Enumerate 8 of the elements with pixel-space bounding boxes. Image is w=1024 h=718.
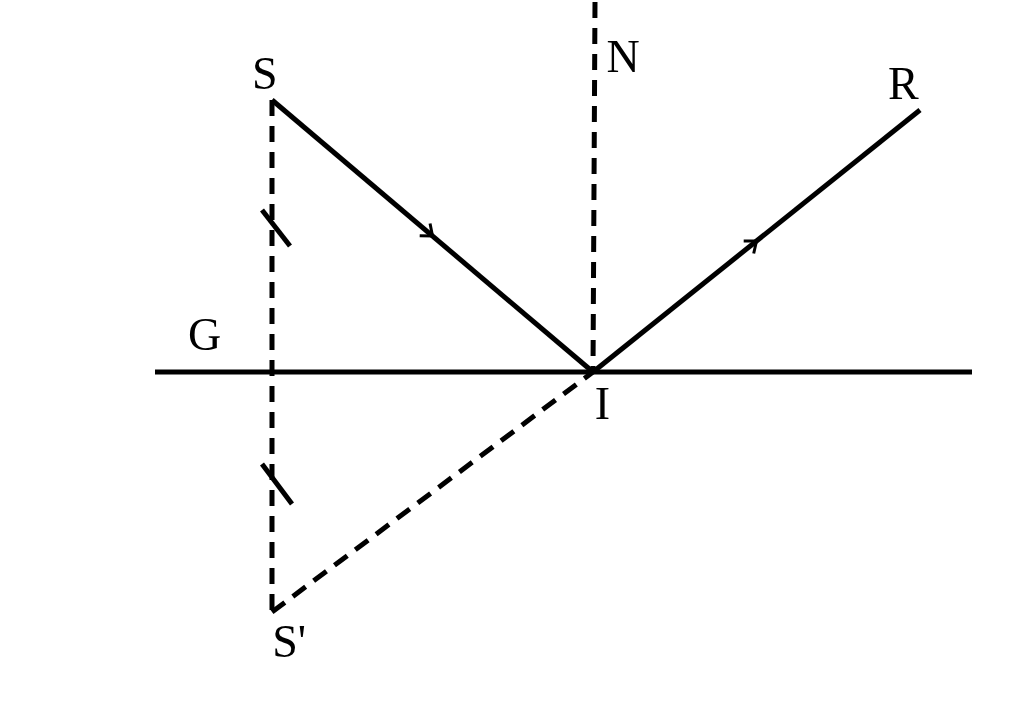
point-label: N — [606, 34, 640, 80]
point-label: S — [252, 51, 278, 97]
dashed-line — [269, 100, 275, 612]
point-label: I — [594, 381, 610, 427]
mirror-label: G — [188, 312, 222, 358]
dashed-line — [590, 2, 598, 372]
point-label: R — [888, 61, 919, 107]
point-label: S' — [272, 619, 306, 665]
